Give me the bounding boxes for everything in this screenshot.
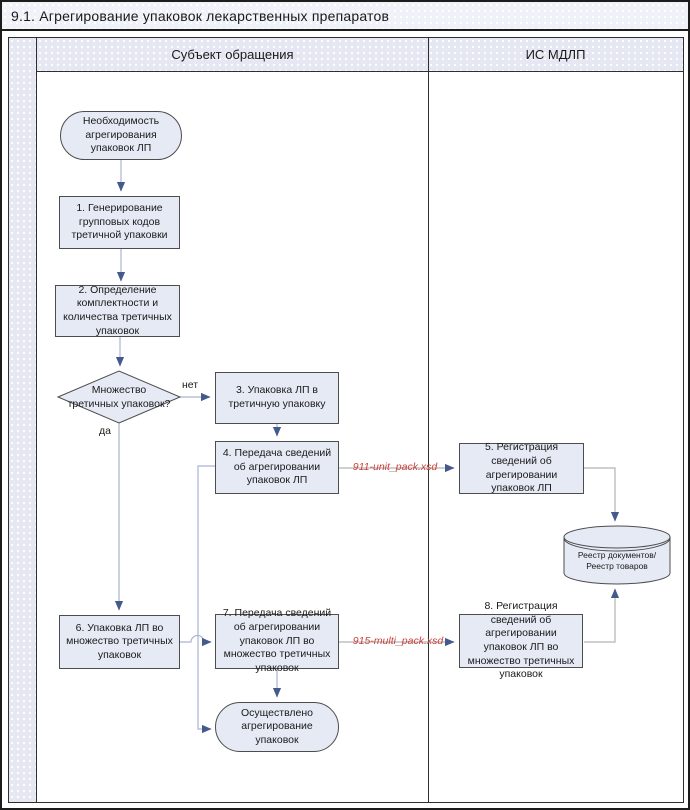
branch-label-yes: да <box>99 425 111 437</box>
node-step2: 2. Определение комплектности и количеств… <box>55 284 180 337</box>
diagram-title: 9.1. Агрегирование упаковок лекарственны… <box>11 7 390 24</box>
node-step8: 8. Регистрация сведений об агрегировании… <box>459 600 583 680</box>
node-end: Осуществлено агрегирование упаковок <box>215 702 339 752</box>
node-step5: 5. Регистрация сведений об агрегировании… <box>459 441 584 494</box>
diagram-title-bar: 9.1. Агрегирование упаковок лекарственны… <box>2 2 688 31</box>
branch-label-no: нет <box>182 379 199 391</box>
node-step4: 4. Передача сведений об агрегировании уп… <box>215 441 339 494</box>
node-decision-label: Множество третичных упаковок? <box>67 383 171 410</box>
lane-header-band: Субъект обращения ИС МДЛП <box>37 38 683 72</box>
lane-header-mdlp: ИС МДЛП <box>428 38 683 71</box>
message-label-915-multi-pack: 915-multi_pack.xsd <box>352 635 444 647</box>
pool-label-strip <box>9 38 37 802</box>
node-registry-db-label: Реестр документов/Реестр товаров <box>577 550 657 572</box>
node-step6: 6. Упаковка ЛП во множество третичных уп… <box>59 615 180 669</box>
node-start: Необходимость агрегирования упаковок ЛП <box>60 111 182 160</box>
lane-divider <box>428 38 429 802</box>
swimlane-pool: Субъект обращения ИС МДЛП <box>8 37 684 803</box>
node-step3: 3. Упаковка ЛП в третичную упаковку <box>215 372 339 424</box>
message-label-911-unit-pack: 911-unit_pack.xsd <box>352 461 438 473</box>
node-step1: 1. Генерирование групповых кодов третичн… <box>59 196 180 249</box>
lane-header-subject: Субъект обращения <box>37 38 428 71</box>
node-step7: 7. Передача сведений об агрегировании уп… <box>215 607 339 674</box>
